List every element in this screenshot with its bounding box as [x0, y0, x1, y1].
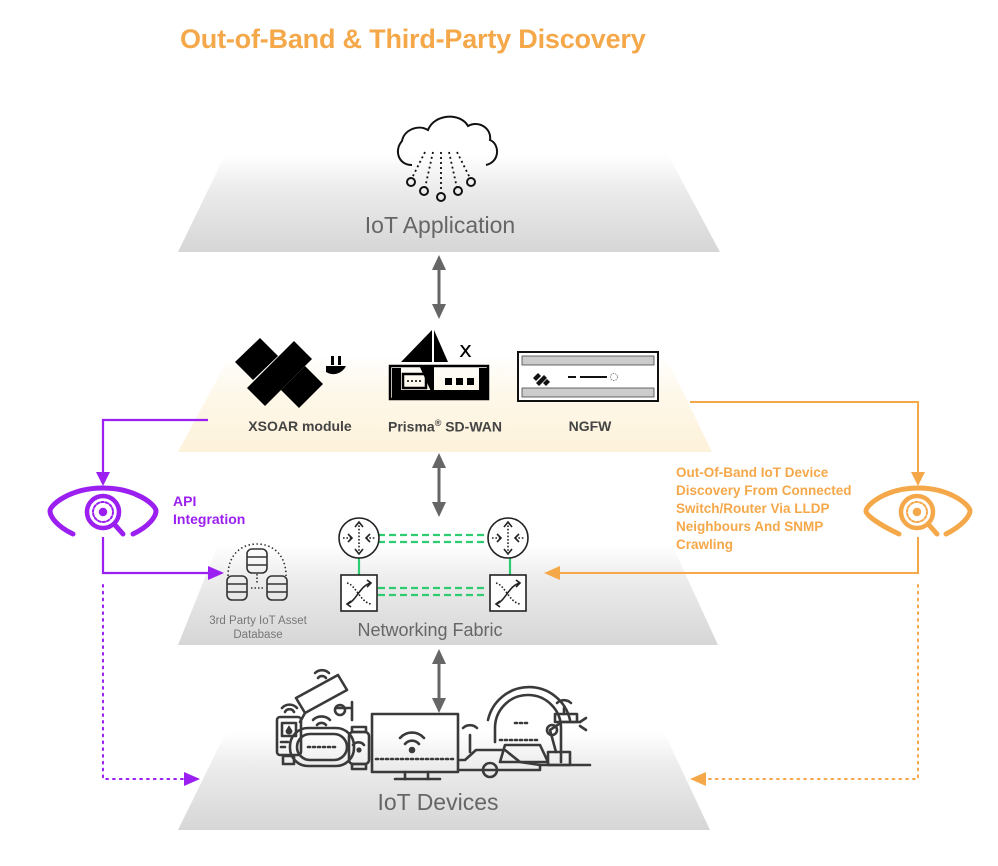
network-fabric-icon — [338, 517, 529, 612]
database-cluster-icon — [226, 543, 288, 601]
prisma-sdwan-icon: x — [388, 330, 490, 401]
label-prisma-sdwan: Prisma® SD-WAN — [375, 418, 515, 435]
database-label: 3rd Party IoT Asset Database — [196, 614, 320, 642]
label-prisma-registered: ® — [434, 418, 442, 428]
connected-car-icon — [458, 723, 542, 779]
iot-devices-icon — [275, 668, 592, 781]
label-prisma-rest: SD-WAN — [441, 418, 502, 435]
mri-scanner-icon — [486, 685, 572, 764]
arrow-fabric-devices — [432, 649, 446, 713]
oob-eye-magnifier-icon — [863, 485, 973, 537]
oob-discovery-label: Out-Of-Band IoT Device Discovery From Co… — [676, 464, 886, 554]
label-ngfw: NGFW — [568, 418, 612, 434]
api-connector — [96, 418, 224, 786]
security-camera-icon — [294, 668, 354, 724]
oob-label-line: Switch/Router Via LLDP — [676, 501, 830, 516]
layer-label-iot-devices: IoT Devices — [377, 789, 499, 815]
switch-icon-right — [489, 574, 527, 612]
oob-label-line: Discovery From Connected — [676, 483, 852, 498]
database-label-line1: 3rd Party IoT Asset — [209, 615, 307, 627]
arrow-security-fabric — [432, 453, 446, 517]
ngfw-appliance-icon — [517, 351, 659, 402]
oob-label-line: Neighbours And SNMP — [676, 519, 824, 534]
oob-connector — [544, 401, 925, 786]
svg-text:x: x — [459, 338, 472, 363]
database-label-line2: Database — [233, 629, 283, 641]
api-eye-magnifier-icon — [47, 485, 159, 537]
cloud-network-icon — [396, 115, 498, 202]
robot-arm-icon — [538, 698, 592, 767]
api-label-line1: API — [173, 493, 197, 509]
page-title: Out-of-Band & Third-Party Discovery — [180, 24, 646, 54]
monitor-icon — [370, 712, 460, 781]
arrow-app-security — [432, 255, 446, 319]
api-label-line2: Integration — [173, 511, 246, 527]
label-xsoar-module: XSOAR module — [248, 418, 352, 434]
oob-label-line: Out-Of-Band IoT Device — [676, 465, 829, 480]
layer-iot-application — [178, 155, 720, 252]
router-icon-left — [338, 517, 380, 559]
layer-iot-devices — [178, 732, 710, 830]
layer-label-networking-fabric: Networking Fabric — [357, 620, 503, 640]
oob-label-line: Crawling — [676, 537, 734, 552]
xsoar-plug-icon — [235, 338, 346, 408]
api-integration-label: API Integration — [173, 492, 245, 528]
router-icon-right — [487, 517, 529, 559]
smart-speaker-icon — [288, 715, 356, 768]
label-prisma-main: Prisma — [387, 418, 435, 435]
badge-reader-icon — [275, 703, 303, 766]
switch-icon-left — [340, 574, 378, 612]
smartwatch-icon — [347, 725, 371, 771]
layer-label-iot-application: IoT Application — [364, 212, 516, 238]
